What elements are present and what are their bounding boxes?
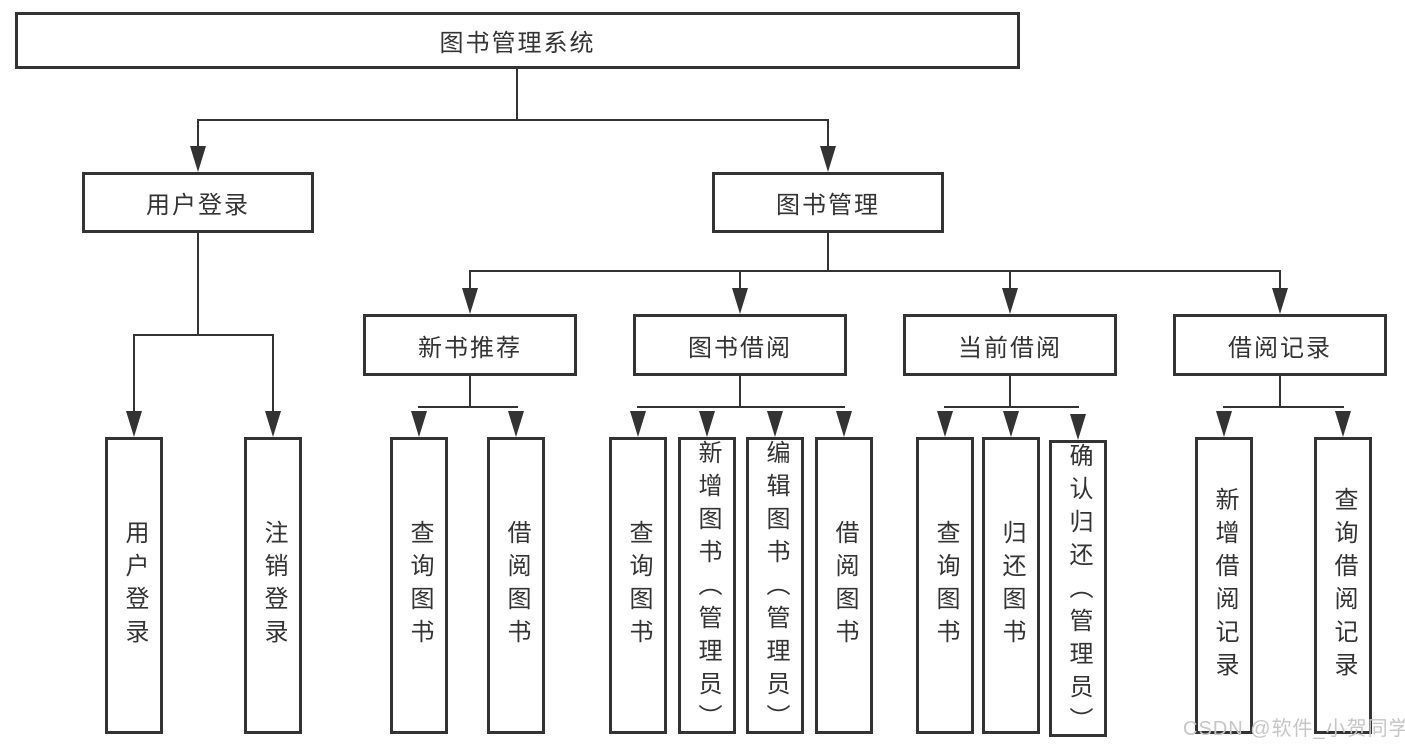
node-book-management: 图书管理 — [712, 172, 944, 233]
leaf-add-book-admin: 新增图书（管理员） — [678, 437, 736, 737]
node-label: 图书管理系统 — [439, 30, 596, 57]
connector-arrowhead — [732, 288, 748, 314]
connector-arrowhead — [462, 288, 478, 314]
csdn-watermark: CSDN @软件_小贺同学 — [1183, 718, 1405, 740]
connector-line — [133, 334, 135, 416]
node-current-borrowing: 当前借阅 — [903, 314, 1117, 376]
connector-arrowhead — [411, 411, 427, 437]
connector-line — [469, 376, 471, 408]
node-label: 当前借阅 — [958, 334, 1062, 362]
node-new-book-recommend: 新书推荐 — [363, 314, 577, 376]
leaf-add-borrow-record: 新增借阅记录 — [1195, 437, 1253, 734]
connector-line — [133, 334, 274, 336]
node-label: 查询图书 — [406, 519, 433, 652]
connector-arrowhead — [630, 411, 646, 437]
connector-arrowhead — [1002, 288, 1018, 314]
connector-line — [1223, 406, 1344, 408]
leaf-query-borrow-record: 查询借阅记录 — [1314, 437, 1372, 734]
node-book-borrowing: 图书借阅 — [633, 314, 847, 376]
leaf-query-books-current: 查询图书 — [916, 437, 974, 734]
connector-line — [739, 376, 741, 408]
connector-arrowhead — [699, 411, 715, 437]
node-label: 新增借阅记录 — [1211, 486, 1238, 685]
connector-line — [827, 119, 829, 151]
node-label: 查询借阅记录 — [1330, 486, 1357, 685]
connector-line — [197, 119, 199, 151]
node-label: 借阅图书 — [831, 519, 858, 652]
connector-arrowhead — [1003, 411, 1019, 437]
leaf-query-books-borrowing: 查询图书 — [609, 437, 667, 734]
leaf-logout: 注销登录 — [244, 437, 302, 734]
connector-line — [739, 270, 741, 292]
leaf-borrow-books-borrowing: 借阅图书 — [815, 437, 873, 734]
leaf-return-books: 归还图书 — [982, 437, 1040, 734]
connector-arrowhead — [937, 411, 953, 437]
connector-line — [944, 406, 1079, 408]
node-label: 新增图书（管理员） — [694, 440, 721, 737]
connector-line — [197, 119, 829, 121]
node-label: 借阅记录 — [1228, 334, 1332, 362]
connector-line — [469, 270, 1281, 272]
connector-arrowhead — [1335, 411, 1351, 437]
connector-arrowhead — [508, 411, 524, 437]
node-label: 确认归还（管理员） — [1065, 443, 1092, 740]
node-label: 新书推荐 — [418, 334, 522, 362]
connector-line — [516, 68, 518, 121]
connector-arrowhead — [1272, 288, 1288, 314]
connector-arrowhead — [1070, 414, 1086, 440]
node-label: 用户登录 — [121, 519, 148, 652]
connector-line — [1279, 270, 1281, 292]
connector-line — [1009, 270, 1011, 292]
node-root: 图书管理系统 — [15, 12, 1020, 69]
node-borrowing-records: 借阅记录 — [1173, 314, 1387, 376]
connector-arrowhead — [767, 411, 783, 437]
leaf-confirm-return-admin: 确认归还（管理员） — [1049, 440, 1107, 740]
connector-line — [1009, 376, 1011, 408]
connector-line — [827, 233, 829, 272]
node-label: 图书借阅 — [688, 334, 792, 362]
connector-line — [272, 334, 274, 416]
node-label: 借阅图书 — [503, 519, 530, 652]
connector-arrowhead — [265, 411, 281, 437]
connector-arrowhead — [126, 411, 142, 437]
leaf-edit-book-admin: 编辑图书（管理员） — [746, 437, 804, 737]
leaf-query-books-recommend: 查询图书 — [390, 437, 448, 734]
connector-arrowhead — [190, 146, 206, 172]
connector-arrowhead — [1216, 411, 1232, 437]
node-label: 用户登录 — [146, 192, 250, 219]
leaf-borrow-books-recommend: 借阅图书 — [487, 437, 545, 734]
node-label: 归还图书 — [998, 519, 1025, 652]
connector-arrowhead — [836, 411, 852, 437]
node-label: 查询图书 — [625, 519, 652, 652]
node-user-login: 用户登录 — [82, 172, 314, 233]
node-label: 注销登录 — [260, 519, 287, 652]
node-label: 查询图书 — [932, 519, 959, 652]
connector-line — [469, 270, 471, 292]
connector-line — [1279, 376, 1281, 408]
leaf-user-login: 用户登录 — [105, 437, 163, 734]
node-label: 图书管理 — [776, 192, 880, 219]
connector-line — [197, 233, 199, 336]
node-label: 编辑图书（管理员） — [762, 440, 789, 737]
connector-arrowhead — [820, 146, 836, 172]
connector-line — [637, 406, 845, 408]
connector-line — [418, 406, 518, 408]
